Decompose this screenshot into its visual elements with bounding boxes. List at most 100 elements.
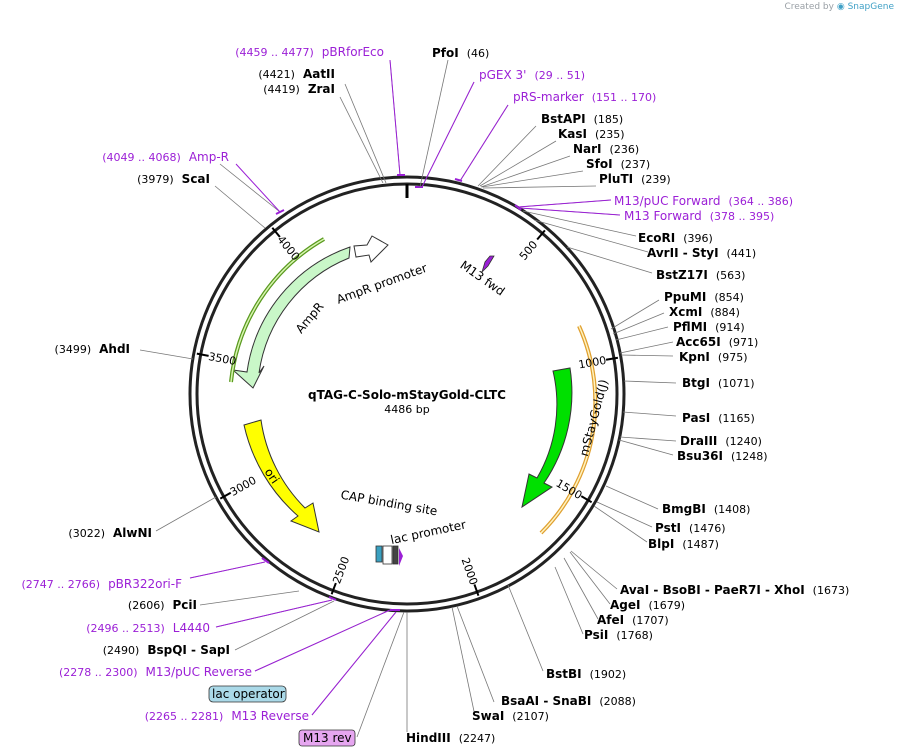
enzyme-name: BstBI: [546, 667, 582, 681]
site-position: (4421): [258, 68, 295, 81]
mstaygold-arrow[interactable]: [521, 367, 573, 509]
site-label[interactable]: XcmI(884): [669, 305, 740, 319]
enzyme-name: BstAPI: [541, 112, 586, 126]
site-position: (1902): [590, 668, 627, 681]
site-label[interactable]: SfoI(237): [586, 157, 650, 171]
site-label[interactable]: SwaI(2107): [472, 709, 549, 723]
site-position: (1248): [731, 450, 768, 463]
cap-site-box[interactable]: [375, 545, 383, 563]
site-label[interactable]: AgeI(1679): [610, 598, 685, 612]
site-label[interactable]: PsiI(1768): [584, 628, 653, 642]
primer-name: M13/pUC Reverse: [146, 665, 253, 679]
site-label[interactable]: (4049 .. 4068)Amp-R: [102, 150, 229, 164]
backbone-outer: [188, 175, 626, 613]
site-label[interactable]: AvaI - BsoBI - PaeR7I - XhoI(1673): [620, 583, 849, 597]
site-label[interactable]: (2606)PciI: [128, 598, 197, 612]
site-label[interactable]: (3499)AhdI: [55, 342, 130, 356]
ori-arrow[interactable]: [243, 419, 320, 533]
primer-range: (2747 .. 2766): [22, 578, 101, 591]
site-position: (1071): [718, 377, 755, 390]
site-label[interactable]: (4421)AatII: [258, 67, 335, 81]
site-label[interactable]: PpuMI(854): [664, 290, 744, 304]
scale-tick-label: 500: [517, 238, 540, 262]
site-label[interactable]: M13 Forward(378 .. 395): [624, 209, 774, 223]
site-label[interactable]: (2278 .. 2300) M13/pUC Reverse: [59, 665, 252, 679]
site-label[interactable]: (2265 .. 2281)M13 Reverse: [145, 709, 309, 723]
site-label[interactable]: PluTI (239): [599, 172, 671, 186]
site-label[interactable]: BstAPI (185): [541, 112, 623, 126]
site-label[interactable]: NarI(236): [573, 142, 639, 156]
site-position: (46): [467, 47, 490, 60]
site-label[interactable]: (2490)BspQI - SapI: [103, 643, 230, 657]
site-label[interactable]: BstZ17I(563): [656, 268, 745, 282]
site-label[interactable]: HindIII(2247): [406, 731, 495, 745]
m13-rev-mark[interactable]: [399, 548, 403, 566]
enzyme-name: PluTI: [599, 172, 633, 186]
site-label[interactable]: BlpI(1487): [648, 537, 719, 551]
ampr-promoter-arrow[interactable]: [353, 235, 389, 263]
lac-promoter-box[interactable]: [382, 545, 393, 565]
site-label[interactable]: BstBI (1902): [546, 667, 626, 681]
m13-rev-text: M13 rev: [303, 731, 352, 745]
site-label[interactable]: Acc65I(971): [676, 335, 758, 349]
primer-name: L4440: [173, 621, 210, 635]
enzyme-name: XcmI: [669, 305, 702, 319]
enzyme-name: Bsu36I: [677, 449, 723, 463]
plasmid-length: 4486 bp: [384, 403, 429, 416]
site-label[interactable]: Bsu36I (1248): [677, 449, 768, 463]
primer-range: (151 .. 170): [592, 91, 657, 104]
site-position: (239): [641, 173, 671, 186]
site-position: (1476): [689, 522, 726, 535]
site-label[interactable]: BmgBI(1408): [662, 502, 750, 516]
scale-tick: [536, 229, 546, 241]
primer-name: pBR322ori-F: [108, 577, 182, 591]
primer-name: pBRforEco: [322, 45, 384, 59]
primer-range: (2278 .. 2300): [59, 666, 138, 679]
enzyme-name: PasI: [682, 411, 710, 425]
plasmid-name: qTAG-C-Solo-mStayGold-CLTC: [308, 388, 506, 402]
site-label[interactable]: AvrII - StyI(441): [647, 246, 756, 260]
site-label[interactable]: EcoRI(396): [638, 231, 713, 245]
enzyme-name: BspQI - SapI: [147, 643, 230, 657]
primer-name: pRS-marker: [513, 90, 584, 104]
site-label[interactable]: M13/pUC Forward(364 .. 386): [614, 194, 793, 208]
site-label[interactable]: pRS-marker (151 .. 170): [513, 90, 656, 104]
site-position: (2088): [599, 695, 636, 708]
site-label[interactable]: KpnI(975): [679, 350, 748, 364]
m13-fwd-arrow[interactable]: [481, 255, 495, 273]
ampr-promoter-label: AmpR promoter: [335, 261, 429, 307]
enzyme-name: AgeI: [610, 598, 640, 612]
site-position: (3022): [68, 527, 105, 540]
site-label[interactable]: PfoI(46): [432, 46, 489, 60]
site-label[interactable]: DraIII(1240): [680, 434, 762, 448]
site-label[interactable]: PflMI(914): [673, 320, 745, 334]
m13-rev-badge[interactable]: [298, 729, 356, 747]
lac-promoter-label: lac promoter: [389, 517, 467, 547]
site-label[interactable]: (3022)AlwNI: [68, 526, 152, 540]
site-label[interactable]: pGEX 3'(29 .. 51): [479, 68, 585, 82]
site-label[interactable]: (4459 .. 4477)pBRforEco: [235, 45, 384, 59]
site-label[interactable]: (2747 .. 2766) pBR322ori-F: [22, 577, 183, 591]
primer-tick: [261, 557, 270, 564]
site-position: (2247): [459, 732, 496, 745]
lac-operator-badge[interactable]: [208, 685, 287, 703]
site-label[interactable]: (3979)ScaI: [137, 172, 210, 186]
site-position: (185): [594, 113, 624, 126]
site-label[interactable]: PstI(1476): [655, 521, 726, 535]
site-label[interactable]: PasI(1165): [682, 411, 755, 425]
site-label[interactable]: (2496 .. 2513)L4440: [86, 621, 210, 635]
scale-tick: [271, 227, 281, 238]
site-label[interactable]: BtgI(1071): [682, 376, 755, 390]
ampr-arrow[interactable]: [231, 246, 351, 389]
site-label[interactable]: AfeI(1707): [597, 613, 669, 627]
site-position: (396): [683, 232, 713, 245]
site-position: (235): [595, 128, 625, 141]
site-label[interactable]: (4419)ZraI: [263, 82, 335, 96]
primer-name: M13 Forward: [624, 209, 702, 223]
site-position: (3979): [137, 173, 174, 186]
site-label[interactable]: BsaAI - SnaBI(2088): [501, 694, 636, 708]
site-label[interactable]: KasI(235): [558, 127, 625, 141]
enzyme-name: AhdI: [99, 342, 130, 356]
lac-operator-box[interactable]: [392, 545, 399, 565]
site-position: (1768): [616, 629, 653, 642]
